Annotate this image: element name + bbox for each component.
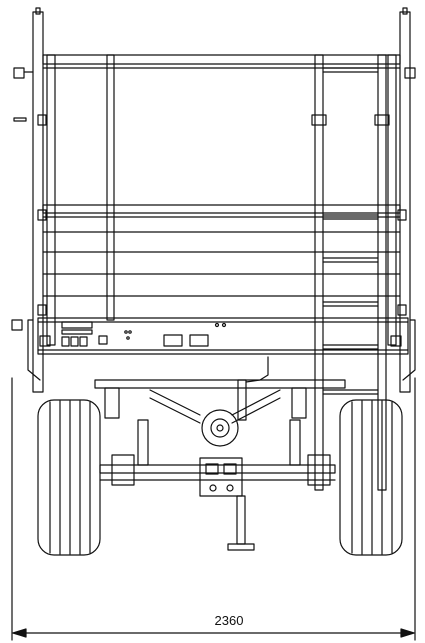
width-dimension: 2360 [11,377,416,641]
left-wheel [37,399,101,556]
rear-ladder [311,54,390,491]
dimension-arrow-left [12,628,27,638]
chassis-axle [94,356,346,551]
dimension-arrow-right [400,628,415,638]
trailer-body [11,7,416,393]
right-wheel [339,399,403,556]
dimension-label: 2360 [215,613,244,628]
